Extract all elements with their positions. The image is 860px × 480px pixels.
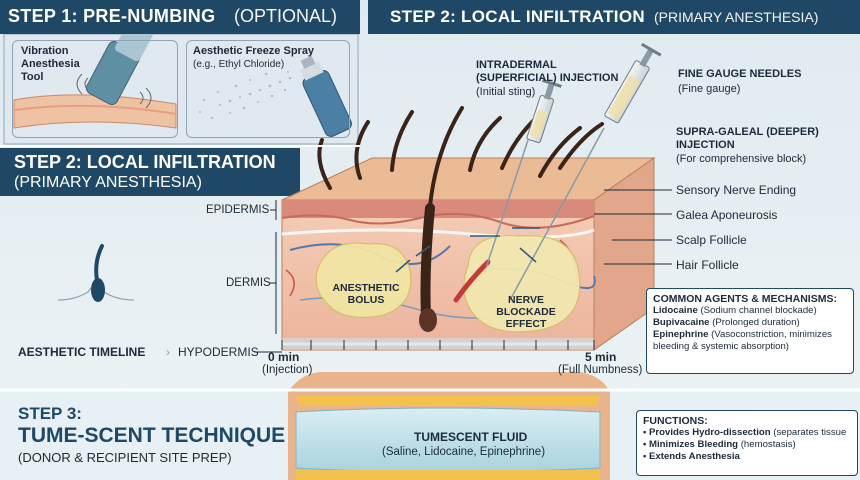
agent-row-epinephrine: Epinephrine (Vasoconstriction, minimizes [653, 329, 847, 341]
sensory-nerve-label: Sensory Nerve Ending [676, 183, 797, 197]
agent-row-bupivacaine: Bupivacaine (Prolonged duration) [653, 317, 847, 329]
tumescent-cross-section [288, 372, 610, 480]
step1-title: STEP 1: PRE-NUMBING [8, 6, 216, 26]
agent-desc: (Vasoconstriction, minimizes [708, 329, 832, 340]
timeline-end-value: 5 min [585, 350, 617, 364]
agents-title: COMMON AGENTS & MECHANISMS: [653, 293, 837, 305]
bolus-line2: BOLUS [347, 294, 385, 306]
tumescent-fluid-note: (Saline, Lidocaine, Epinephrine) [382, 446, 546, 458]
function-desc: (hemostasis) [738, 439, 796, 450]
supragaleal-label: SUPRA-GALEAL (DEEPER) INJECTION [676, 126, 819, 152]
bolus-line1: ANESTHETIC [332, 282, 400, 294]
tumescent-fluid-label: TUMESCENT FLUID [414, 430, 528, 444]
function-name: • Provides Hydro-dissection [643, 427, 771, 438]
step3-title: TUME-SCENT TECHNIQUE [18, 424, 286, 447]
vibration-tool-label: Vibration Anesthesia Tool [21, 45, 81, 84]
intradermal-syringe-icon [485, 78, 562, 269]
scalp-follicle-label: Scalp Follicle [676, 233, 747, 247]
blockade-line2: EFFECT [505, 318, 547, 330]
freeze-spray-icon [199, 55, 352, 137]
timeline-label: AESTHETIC TIMELINE [18, 345, 146, 359]
supragaleal-line2: INJECTION [676, 139, 735, 151]
freeze-spray-label: Aesthetic Freeze Spray [193, 45, 315, 57]
common-agents-box: COMMON AGENTS & MECHANISMS: Lidocaine (S… [646, 288, 854, 374]
intradermal-line2: (SUPERFICIAL) INJECTION [476, 72, 619, 84]
vibration-label-line1: Vibration [21, 45, 69, 57]
dermis-label: DERMIS [226, 277, 271, 289]
step2-subtitle: (PRIMARY ANESTHESIA) [654, 9, 819, 25]
timeline-arrow-icon: › [166, 345, 170, 359]
agent-name: Lidocaine [653, 305, 698, 316]
function-row: • Extends Anesthesia [643, 451, 851, 463]
timeline-start-value: 0 min [268, 350, 300, 364]
agent-row-lidocaine: Lidocaine (Sodium channel blockade) [653, 305, 847, 317]
function-row: • Provides Hydro-dissection (separates t… [643, 427, 851, 439]
anesthetic-bolus-label: ANESTHETIC BOLUS [330, 282, 402, 306]
hair-follicle-label: Hair Follicle [676, 258, 739, 272]
step2-header: STEP 2: LOCAL INFILTRATION (PRIMARY ANES… [368, 0, 860, 34]
hair-follicle-icon [57, 244, 135, 302]
step3-label: STEP 3: [18, 404, 82, 423]
timeline-start-note: (Injection) [262, 364, 313, 376]
supragaleal-note: (For comprehensive block) [676, 153, 807, 165]
galea-aponeurosis-label: Galea Aponeurosis [676, 208, 778, 222]
vibration-label-line2: Anesthesia [21, 58, 80, 70]
functions-box: FUNCTIONS: • Provides Hydro-dissection (… [636, 410, 858, 476]
freeze-spray-sub: (e.g., Ethyl Chloride) [193, 59, 285, 70]
supragaleal-syringe-icon [509, 42, 662, 301]
vibration-label-line3: Tool [21, 71, 44, 83]
step1-header: STEP 1: PRE-NUMBING (OPTIONAL) [0, 0, 360, 34]
function-name: • Extends Anesthesia [643, 451, 740, 462]
epidermis-label: EPIDERMIS [206, 204, 270, 216]
agent-desc: (Sodium channel blockade) [697, 305, 817, 316]
hypodermis-label: HYPODERMIS [178, 345, 259, 359]
step2-left-subtitle: (PRIMARY ANESTHESIA) [14, 174, 202, 191]
agent-name: Bupivacaine [653, 317, 710, 328]
freeze-spray-box: Aesthetic Freeze Spray (e.g., Ethyl Chlo… [186, 40, 350, 138]
vibration-tool-box: Vibration Anesthesia Tool [12, 40, 178, 138]
timeline-end-note: (Full Numbness) [558, 364, 643, 376]
agent-desc: (Prolonged duration) [709, 317, 800, 328]
supragaleal-line1: SUPRA-GALEAL (DEEPER) [676, 126, 819, 138]
function-name: • Minimizes Bleeding [643, 439, 739, 450]
fine-gauge-needles-label: FINE GAUGE NEEDLES [678, 68, 802, 80]
agent-name: Epinephrine [653, 329, 709, 340]
step2-left-title: STEP 2: LOCAL INFILTRATION [14, 152, 276, 172]
blockade-line1: NERVE BLOCKADE [496, 294, 556, 318]
function-row: • Minimizes Bleeding (hemostasis) [643, 439, 851, 451]
vibration-tool-icon [13, 20, 177, 129]
intradermal-note: (Initial sting) [476, 86, 536, 98]
step2-title: STEP 2: LOCAL INFILTRATION [390, 7, 645, 26]
step1-subtitle: (OPTIONAL) [234, 6, 338, 26]
nerve-blockade-label: NERVE BLOCKADE EFFECT [478, 294, 574, 330]
functions-title: FUNCTIONS: [643, 415, 708, 427]
agent-row-cont: bleeding & systemic absorption) [653, 341, 789, 352]
step3-subtitle: (DONOR & RECIPIENT SITE PREP) [18, 450, 232, 465]
intradermal-line1: INTRADERMAL [476, 59, 557, 71]
function-desc: (separates tissue [770, 427, 847, 438]
intradermal-label: INTRADERMAL (SUPERFICIAL) INJECTION [476, 59, 618, 85]
fine-gauge-note: (Fine gauge) [678, 83, 741, 95]
